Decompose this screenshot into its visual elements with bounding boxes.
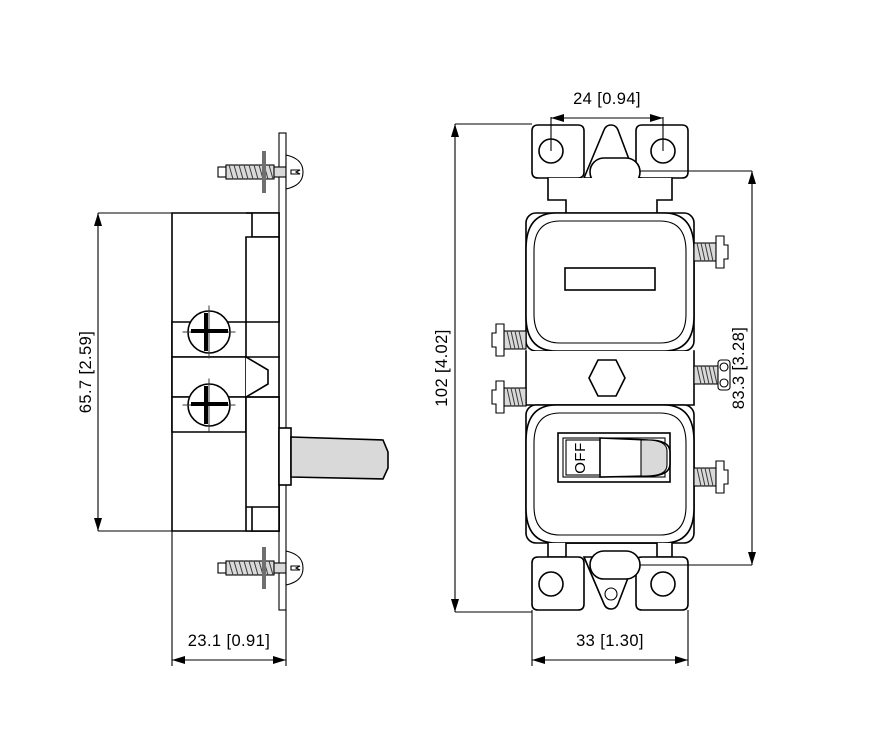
terminal-screw-lower-left (491, 380, 527, 414)
toggle-off-plate (565, 439, 601, 476)
upper-mounting-ear (531, 124, 689, 215)
terminal-screw-upper-right (693, 235, 729, 269)
toggle-actuator-tip (640, 439, 668, 477)
strap-plate-body (278, 132, 287, 611)
front-view: OFF (433, 90, 756, 666)
toggle-lever-base (278, 427, 292, 486)
toggle-face-inner-edge (533, 412, 687, 536)
receptacle-face (525, 212, 695, 352)
lower-mounting-screw-head (285, 550, 304, 586)
lower-mounting-screw-washer (262, 547, 266, 589)
lower-mounting-screw-tip (217, 562, 227, 574)
upper-mounting-screw-slot (290, 169, 301, 175)
dim-side-width-arrow-left (172, 656, 185, 664)
terminal-screw-upper-left (491, 323, 527, 357)
lower-mounting-screw (217, 547, 304, 589)
terminal-screw-lower-right (693, 460, 729, 494)
hex-ground-boss (588, 359, 626, 397)
upper-terminal-screw-slot-h (191, 329, 228, 333)
dimension-front-height: 102 [4.02] (433, 123, 532, 613)
center-band (525, 350, 731, 406)
ground-screw-clamp-hole-top (719, 362, 729, 372)
upper-mounting-screw-washer (262, 151, 266, 193)
dim-front-width-arrow-left (532, 656, 545, 664)
ground-screw-clamp-hole-bottom (719, 378, 729, 388)
upper-terminal-screw (182, 305, 236, 359)
toggle-lever: OFF (557, 432, 671, 483)
dim-side-height-label: 65.7 [2.59] (77, 331, 95, 413)
dim-front-height-label: 102 [4.02] (433, 329, 451, 406)
dim-side-width-label: 23.1 [0.91] (188, 632, 270, 650)
dim-hole-arrow-right (650, 114, 663, 122)
toggle-off-label: OFF (572, 442, 589, 474)
dimension-side-width: 23.1 [0.91] (171, 531, 287, 666)
lower-mounting-hole-right (650, 571, 676, 597)
ground-screw (693, 359, 731, 391)
terminal-screw-ur-head (715, 235, 729, 269)
terminal-screw-ul-head (491, 323, 505, 357)
dimension-hole-spacing: 24 [0.94] (550, 90, 664, 151)
lower-mounting-screw-slot (290, 565, 301, 571)
dim-strap-height-arrow-top (748, 171, 756, 184)
upper-mounting-screw-neck (273, 166, 287, 178)
toggle-face: OFF (525, 404, 695, 544)
dim-front-height-arrow-bottom (451, 599, 459, 612)
terminal-screw-ll-head (491, 380, 505, 414)
receptacle-slot (564, 267, 656, 291)
dimension-side-height: 65.7 [2.59] (77, 212, 172, 532)
receptacle-face-inner-edge (533, 220, 687, 344)
dim-side-height-arrow-top (94, 213, 102, 226)
dim-front-height-arrow-top (451, 124, 459, 137)
toggle-lever-shaft (290, 436, 389, 480)
upper-strap-neck (547, 177, 673, 215)
dimension-front-width: 33 [1.30] (531, 610, 689, 666)
mounting-strap-plate (278, 132, 287, 611)
dim-strap-height-label: 83.3 [3.28] (730, 327, 748, 409)
lower-mounting-screw-neck (273, 562, 287, 574)
dim-front-width-arrow-right (675, 656, 688, 664)
body-step-bottom (246, 506, 280, 532)
body-latch-wedge (244, 355, 269, 399)
upper-mounting-screw (217, 151, 304, 193)
terminal-screw-lr-head (715, 460, 729, 494)
lower-strap-slot (589, 550, 641, 580)
side-view: 65.7 [2.59] 23.1 [0.91] (77, 132, 389, 666)
dim-hole-spacing-label: 24 [0.94] (573, 90, 641, 108)
lower-terminal-screw (182, 378, 236, 432)
upper-mounting-screw-tip (217, 166, 227, 178)
lower-strap-pilot-hole (604, 587, 618, 601)
device-body (171, 212, 280, 532)
dim-side-width-arrow-right (273, 656, 286, 664)
dim-strap-height-arrow-bottom (748, 552, 756, 565)
lower-mounting-ear (531, 542, 689, 611)
dim-side-height-arrow-bottom (94, 518, 102, 531)
body-upper-shoulder (245, 236, 280, 323)
dim-front-width-label: 33 [1.30] (576, 632, 644, 650)
toggle-lever-profile (278, 427, 389, 486)
upper-mounting-screw-head (285, 154, 304, 190)
lower-mounting-hole-left (538, 571, 564, 597)
dimension-strap-height: 83.3 [3.28] (640, 170, 756, 566)
dim-hole-arrow-left (551, 114, 564, 122)
lower-terminal-screw-slot-h (191, 402, 228, 406)
